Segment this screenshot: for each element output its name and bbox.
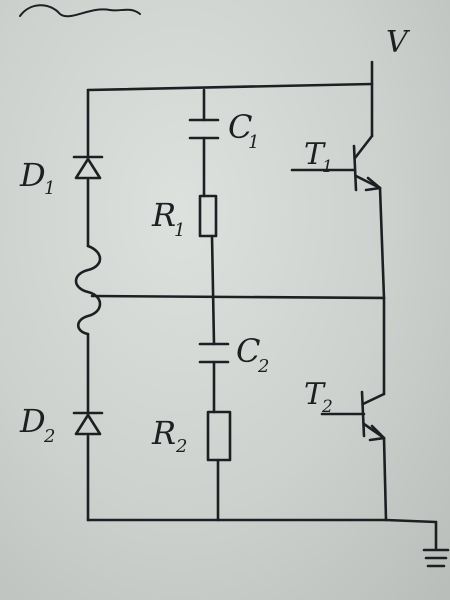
label-r1: R [151, 196, 176, 234]
label-t1-sub: 1 [322, 157, 333, 177]
label-d2: D [19, 402, 46, 440]
transistor-t1 [290, 134, 382, 192]
label-r2-sub: 2 [175, 436, 187, 457]
label-d1-sub: 1 [44, 178, 55, 199]
t2-emitter-wire [382, 436, 388, 522]
label-t2-sub: 2 [321, 397, 333, 417]
ground-wire [384, 518, 438, 524]
label-r2: R [151, 414, 176, 452]
capacitor-c1 [188, 118, 220, 140]
t1-emitter-wire [378, 186, 386, 300]
diode-d2 [72, 411, 104, 436]
label-supply-v: V [386, 25, 411, 60]
resistor-r1 [198, 194, 218, 238]
label-c1: C [228, 108, 252, 146]
wires [86, 60, 438, 524]
middle-rail [90, 294, 386, 300]
r1-to-c2-wire [210, 234, 216, 346]
label-c2-sub: 2 [257, 356, 269, 377]
ground-symbol [422, 520, 450, 568]
label-c1-sub: 1 [248, 132, 259, 153]
resistor-r2 [206, 410, 232, 462]
label-d1: D [19, 156, 46, 194]
capacitor-c2 [198, 342, 230, 364]
label-t2: T [304, 377, 326, 412]
diode-d1 [72, 155, 104, 180]
label-c2: C [236, 332, 260, 370]
transistor-t2 [320, 390, 386, 442]
label-r1-sub: 1 [174, 220, 185, 241]
label-t1: T [304, 137, 326, 172]
top-rail [86, 82, 374, 92]
zigzag-resistor [74, 244, 102, 336]
label-d2-sub: 2 [43, 426, 55, 447]
top-scribble [19, 4, 141, 18]
